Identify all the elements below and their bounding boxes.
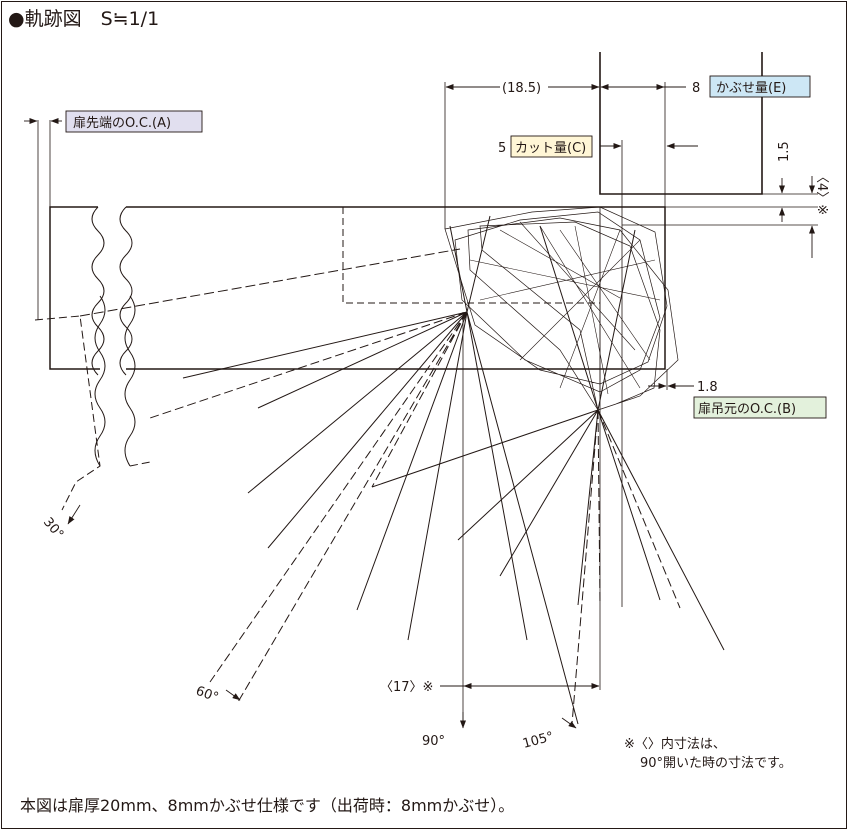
- angle-60: 60°: [194, 684, 221, 706]
- door-body: [49, 206, 666, 370]
- pivot-a-dashed-lines: [149, 311, 468, 703]
- overlay-box: [709, 75, 811, 98]
- dim-1-5: 1.5: [777, 141, 792, 162]
- pivot-b-dashed-lines: [571, 409, 681, 725]
- hinge-oc-label: 扉吊元のO.C.(B): [698, 401, 796, 417]
- angle-105: 105°: [521, 729, 555, 752]
- door-30deg-top: [79, 248, 461, 317]
- page-title: ●軌跡図 S≒1/1: [8, 8, 160, 30]
- angle-30-arrow: [67, 504, 81, 525]
- dim-1-8: 1.8: [697, 380, 718, 395]
- dim-17: 〈17〉※: [380, 680, 433, 695]
- angle-60-arrow: [225, 689, 241, 701]
- ext-vertical-lines: [444, 82, 668, 726]
- angle-105-arrow: [561, 717, 577, 729]
- footer-note: 本図は扉厚20mm、8mmかぶせ仕様です（出荷時：8mmかぶせ）。: [20, 796, 515, 815]
- oc-a-label: 扉先端のO.C.(A): [73, 115, 171, 131]
- pivot-b-lines: [371, 225, 725, 651]
- door-break-right: [119, 206, 133, 376]
- door-30deg-outline: [34, 315, 101, 511]
- cabinet-panel: [599, 52, 763, 195]
- hinge-oc-box: [693, 396, 827, 419]
- cut-label: カット量(C): [515, 141, 586, 156]
- hinge-cup-outline: [342, 207, 600, 304]
- trajectory-hexagons: [444, 206, 679, 411]
- dim-18-5: (18.5): [502, 81, 541, 96]
- dim-5: 5: [498, 141, 506, 156]
- ext-left-lines: [37, 120, 51, 320]
- angle-30: 30°: [40, 515, 66, 542]
- dim-8: 8: [692, 81, 700, 96]
- pivot-a-lines: [182, 215, 579, 725]
- door-break-left: [91, 206, 105, 376]
- note-line-2: 90°開いた時の寸法です。: [640, 756, 792, 771]
- dim-4: 〈4〉※: [814, 170, 829, 215]
- overlay-label: かぶせ量(E): [716, 81, 786, 96]
- ext-horizontal-lines: [622, 193, 818, 226]
- oc-a-box: [65, 110, 203, 133]
- door-30deg-bottom: [129, 461, 151, 467]
- door-30deg-wave2: [124, 295, 136, 467]
- cut-box: [510, 135, 593, 158]
- note-line-1: ※〈〉内寸法は、: [624, 736, 726, 752]
- door-30deg-wave: [94, 295, 106, 467]
- angle-90: 90°: [422, 734, 445, 749]
